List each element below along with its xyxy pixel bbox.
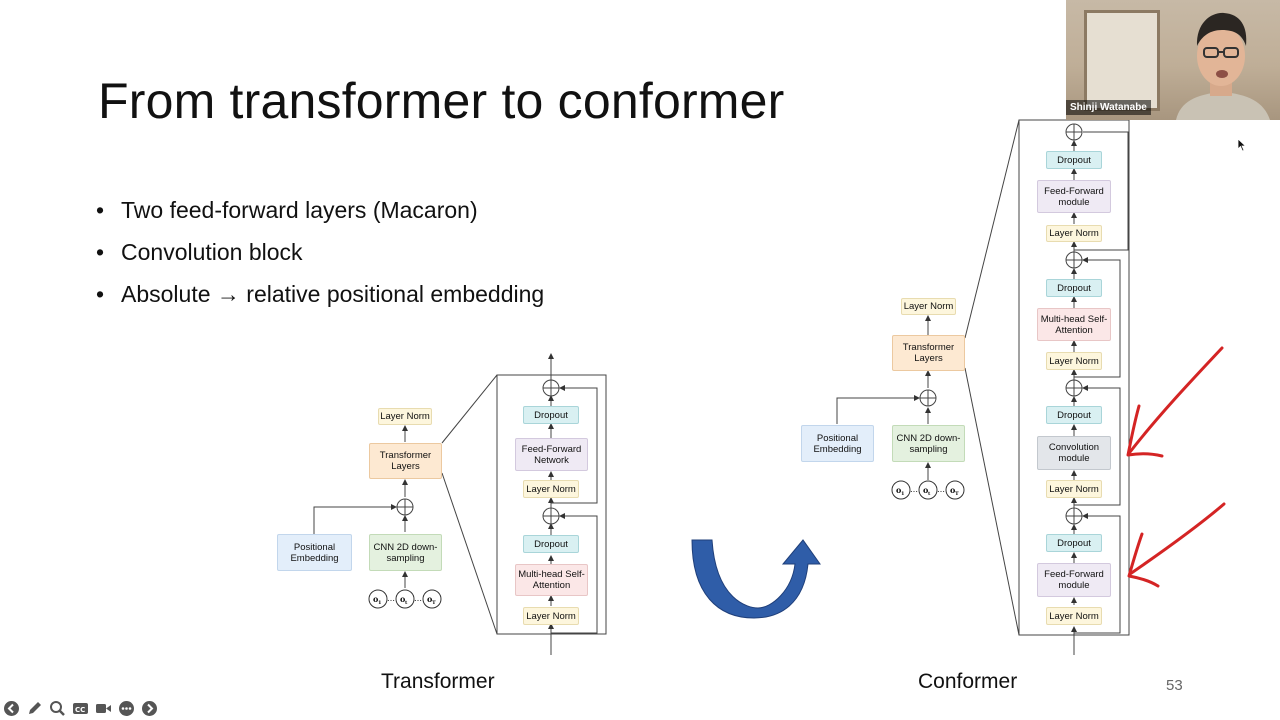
participant-name: Shinji Watanabe	[1066, 100, 1151, 115]
more-icon[interactable]	[117, 699, 136, 718]
back-icon[interactable]	[2, 699, 21, 718]
svg-text:…: …	[414, 594, 422, 603]
svg-text:…: …	[387, 594, 395, 603]
conformer-layer-norm-1: Layer Norm	[1046, 225, 1102, 242]
zoom-icon[interactable]	[48, 699, 67, 718]
conformer-layer-norm-2: Layer Norm	[1046, 352, 1102, 370]
slide-title: From transformer to conformer	[98, 73, 785, 129]
transformer-feed-forward-box: Feed-Forward Network	[515, 438, 588, 471]
page-number: 53	[1166, 677, 1183, 694]
svg-text:T: T	[432, 600, 436, 606]
participant-avatar	[1176, 12, 1270, 120]
conformer-dropout-3: Dropout	[1046, 406, 1102, 424]
svg-text:o: o	[896, 485, 902, 495]
background-window	[1084, 10, 1160, 111]
bullet-list: •Two feed-forward layers (Macaron) •Conv…	[96, 194, 544, 320]
transformer-self-attention-box: Multi-head Self-Attention	[515, 564, 588, 596]
captions-icon[interactable]: CC	[71, 699, 90, 718]
cnn-downsampling-box: CNN 2D down-sampling	[369, 534, 442, 571]
transformer-layer-norm-bottom: Layer Norm	[523, 607, 579, 625]
conformer-convolution-module-box: Convolution module	[1037, 436, 1111, 470]
forward-icon[interactable]	[140, 699, 159, 718]
svg-text:o: o	[427, 594, 433, 604]
annotation-arrows	[1126, 346, 1226, 588]
bullet-item: •Convolution block	[96, 239, 303, 265]
transformer-layer-norm-top: Layer Norm	[378, 408, 432, 425]
transformer-layers-box: Transformer Layers	[369, 443, 442, 479]
svg-text:o: o	[923, 485, 929, 495]
conformer-positional-embedding-box: Positional Embedding	[801, 425, 874, 462]
transformer-layer-norm-mid: Layer Norm	[523, 480, 579, 498]
transform-arrow-icon	[691, 539, 821, 619]
svg-text:o: o	[950, 485, 956, 495]
transformer-dropout-top: Dropout	[523, 406, 579, 424]
conformer-feed-forward-bottom: Feed-Forward module	[1037, 563, 1111, 597]
conformer-layer-norm-4: Layer Norm	[1046, 607, 1102, 625]
presentation-toolbar: CC	[2, 699, 159, 718]
conformer-dropout-4: Dropout	[1046, 534, 1102, 552]
svg-text:T: T	[955, 491, 959, 497]
conformer-transformer-layers-box: Transformer Layers	[892, 335, 965, 371]
conformer-cnn-downsampling-box: CNN 2D down-sampling	[892, 425, 965, 462]
mouse-cursor-icon	[1237, 138, 1247, 152]
svg-text:CC: CC	[75, 706, 85, 714]
video-icon[interactable]	[94, 699, 113, 718]
svg-text:1: 1	[378, 600, 381, 606]
conformer-layer-norm-3: Layer Norm	[1046, 480, 1102, 498]
transformer-caption: Transformer	[381, 670, 495, 693]
svg-text:t: t	[928, 491, 931, 497]
bullet-item: •Two feed-forward layers (Macaron)	[96, 197, 478, 223]
svg-text:1: 1	[901, 491, 904, 497]
transformer-dropout-bottom: Dropout	[523, 535, 579, 553]
svg-text:…: …	[937, 485, 945, 494]
svg-text:t: t	[405, 600, 408, 606]
conformer-layer-norm-top: Layer Norm	[901, 298, 956, 315]
conformer-caption: Conformer	[918, 670, 1018, 693]
conformer-dropout-2: Dropout	[1046, 279, 1102, 297]
conformer-self-attention-box: Multi-head Self-Attention	[1037, 308, 1111, 341]
pen-icon[interactable]	[25, 699, 44, 718]
svg-text:o: o	[373, 594, 379, 604]
bullet-item: •Absolute → relative positional embeddin…	[96, 281, 545, 307]
participant-video[interactable]: Shinji Watanabe	[1066, 0, 1280, 120]
positional-embedding-box: Positional Embedding	[277, 534, 352, 571]
conformer-feed-forward-top: Feed-Forward module	[1037, 180, 1111, 213]
conformer-dropout-1: Dropout	[1046, 151, 1102, 169]
svg-text:…: …	[910, 485, 918, 494]
svg-text:o: o	[400, 594, 406, 604]
